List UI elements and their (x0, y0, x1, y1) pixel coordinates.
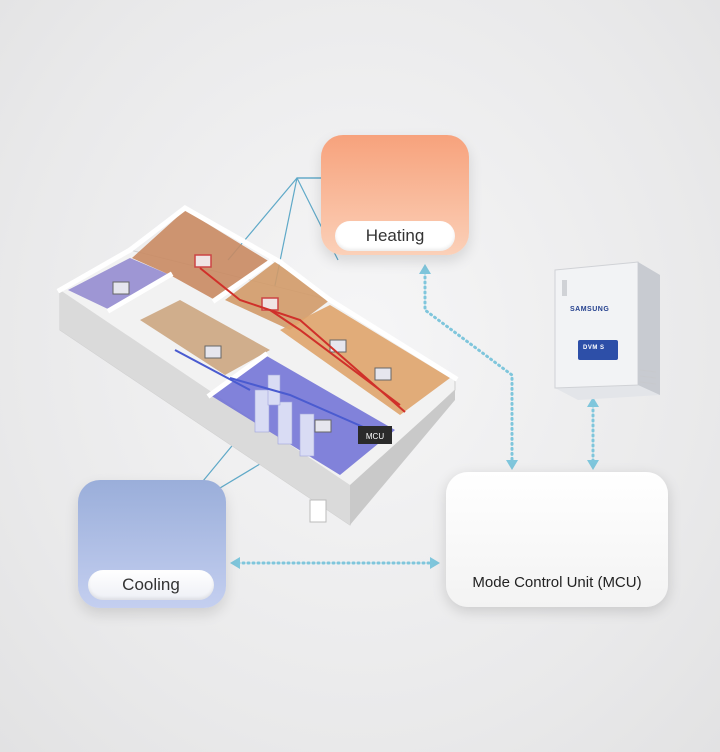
mcu-card: Mode Control Unit (MCU) (446, 472, 668, 607)
wall-controller (309, 499, 327, 523)
heating-label: Heating (335, 221, 455, 251)
outdoor-unit-brand: SAMSUNG (570, 306, 610, 313)
indoor-unit-heating (194, 254, 212, 268)
room-corridor (140, 300, 270, 375)
flow-arrowheads (230, 264, 599, 569)
room-meeting (280, 305, 450, 415)
refrigerant-flow-lines (236, 270, 595, 565)
outdoor-unit-model-badge: DVM S (583, 345, 605, 351)
indoor-unit (314, 419, 332, 433)
cooling-card: Cooling (78, 480, 226, 608)
mcu-unit-tag: MCU (366, 432, 384, 441)
server-rack (277, 401, 293, 445)
cooling-label: Cooling (88, 570, 214, 600)
building-floorplan: MCU (56, 205, 459, 526)
heating-to-mcu-flow (423, 270, 514, 464)
indoor-unit (204, 345, 222, 359)
cold-pipe (174, 349, 251, 391)
heating-card: Heating (321, 135, 469, 255)
mcu-unit-in-building (358, 426, 392, 444)
indoor-unit (329, 339, 347, 353)
hot-pipe (269, 309, 401, 406)
indoor-unit (112, 281, 130, 295)
dvm-s-badge (578, 340, 618, 360)
mcu-label: Mode Control Unit (MCU) (472, 574, 642, 591)
indoor-unit (374, 367, 392, 381)
outdoor-unit (554, 261, 660, 400)
server-rack (254, 389, 270, 433)
room-warm-2 (225, 262, 330, 330)
server-rack (299, 413, 315, 457)
cold-pipe (229, 377, 371, 431)
